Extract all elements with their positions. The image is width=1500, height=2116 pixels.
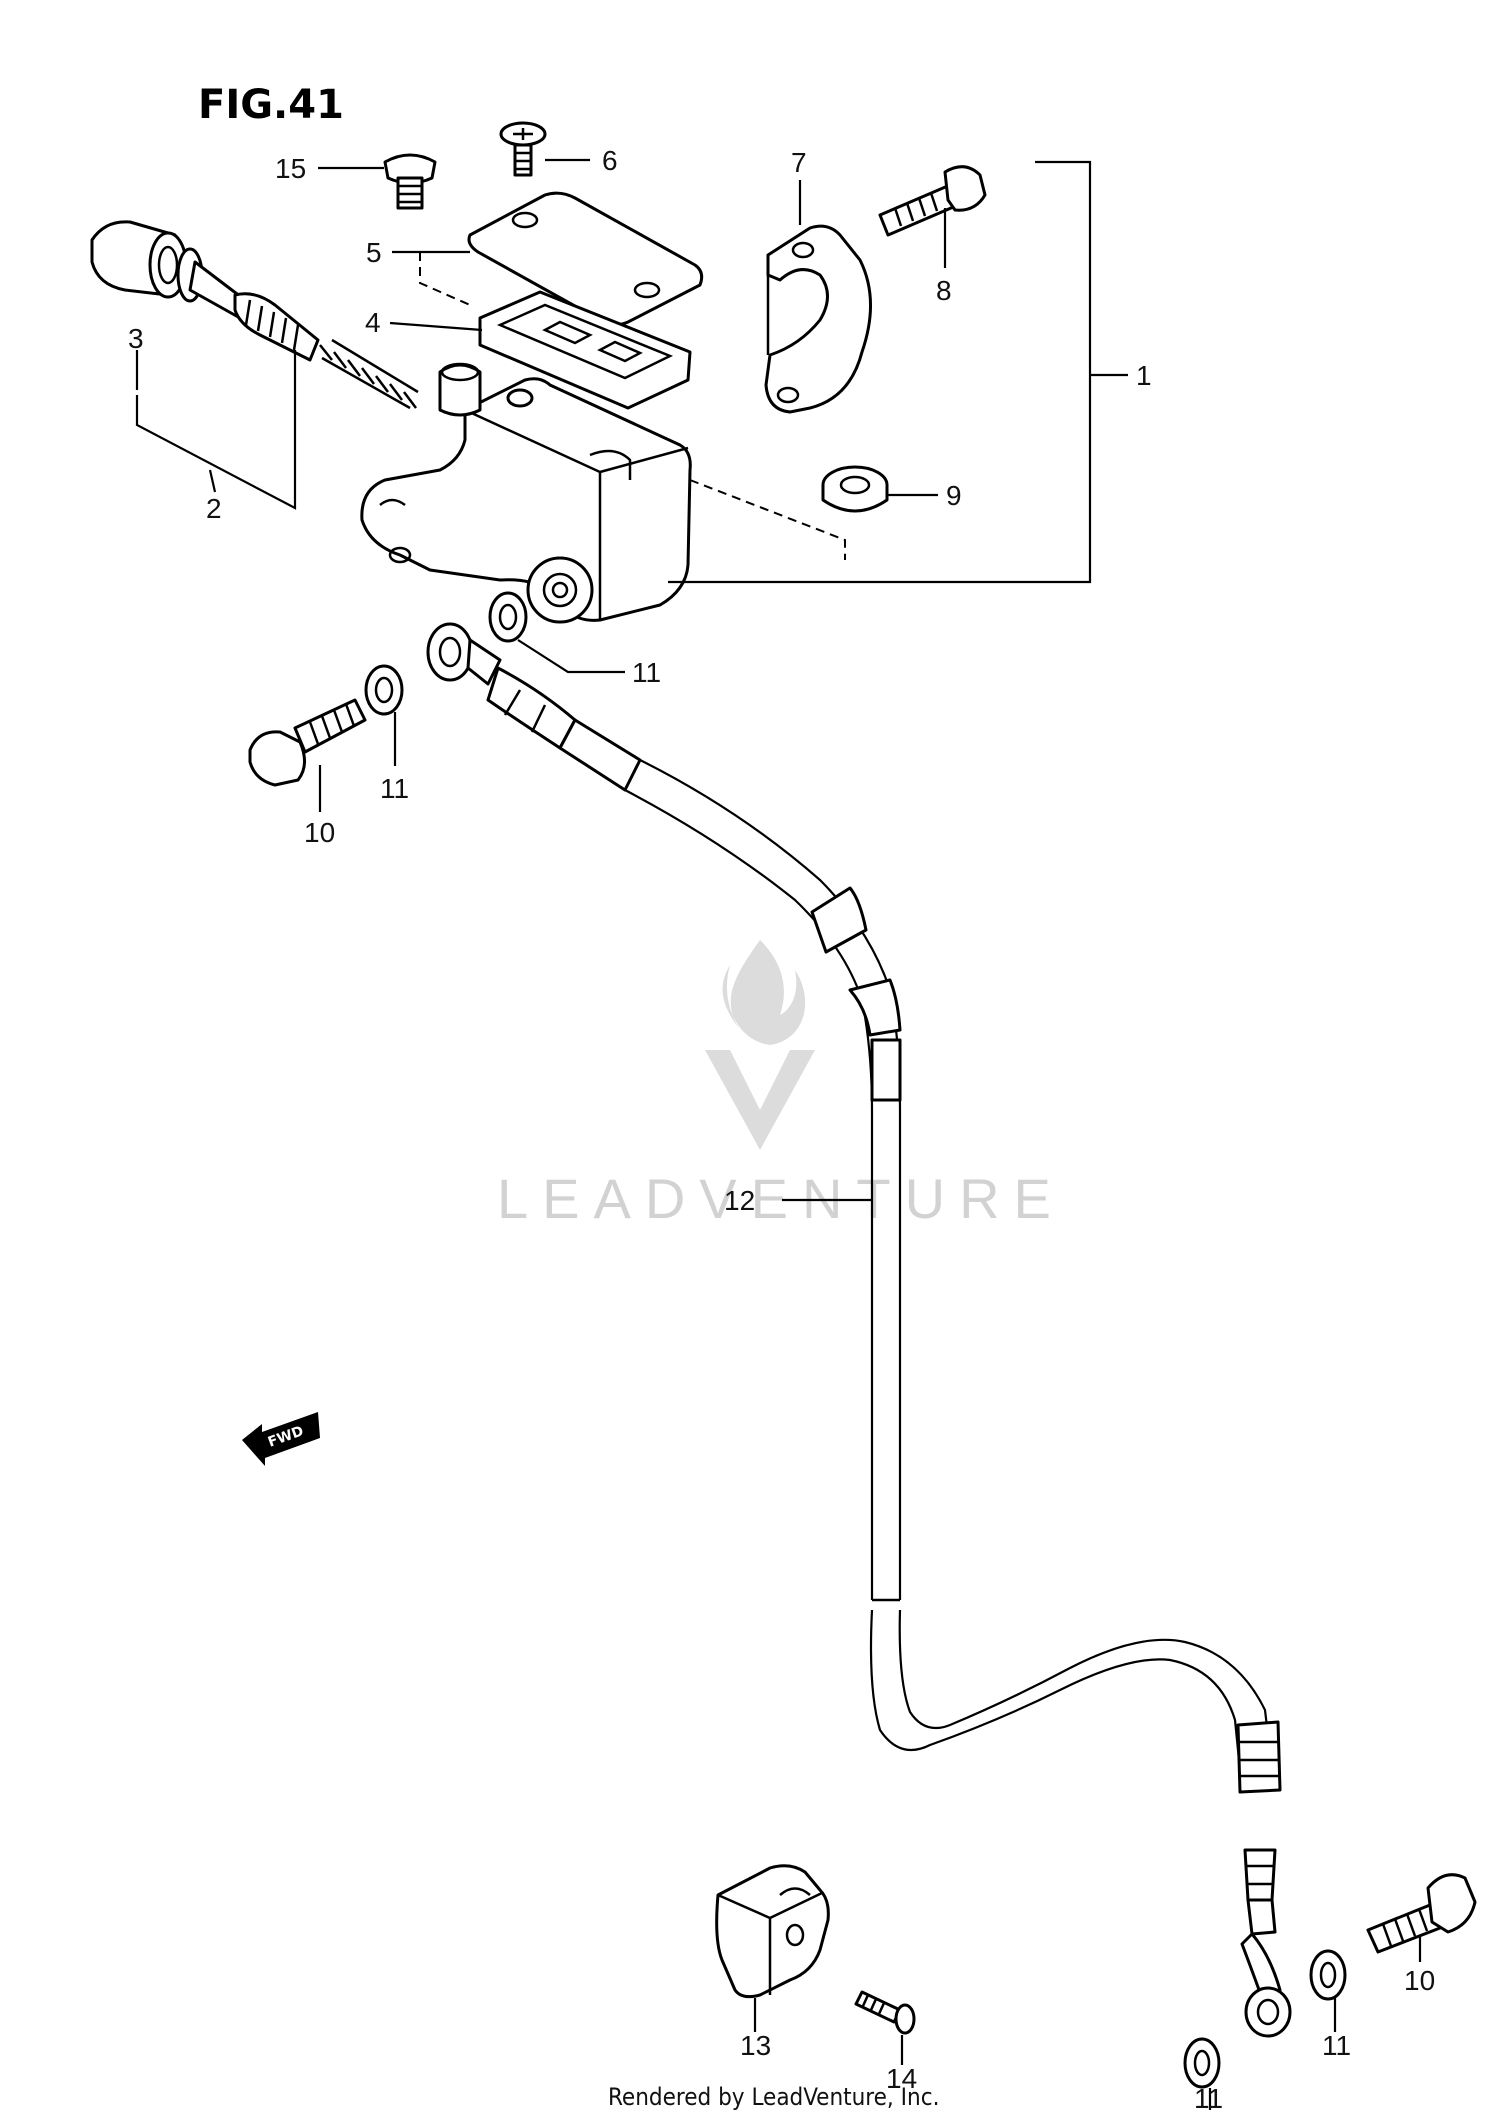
part-2-piston-assembly	[90, 220, 419, 410]
callout-1: 1	[1136, 360, 1152, 391]
part-14-screw	[854, 1990, 916, 2035]
callout-3: 3	[128, 323, 144, 354]
callout-14: 14	[886, 2063, 917, 2094]
master-cylinder-body	[360, 362, 692, 624]
callout-15: 15	[275, 153, 306, 184]
watermark-flame-icon	[722, 940, 806, 1045]
watermark-v-icon	[705, 1050, 815, 1150]
callout-11-lower-left: 11	[1194, 2083, 1223, 2114]
part-10-banjo-bolt-lower	[1366, 1873, 1477, 1954]
watermark-text: LEADVENTURE	[497, 1167, 1065, 1230]
fwd-arrow-icon	[242, 1412, 320, 1466]
part-15-plug	[383, 153, 437, 210]
watermark: LEADVENTURE	[497, 940, 1065, 1230]
callout-11-upper-left: 11	[380, 773, 409, 804]
figure-title: FIG.41	[198, 82, 344, 128]
part-8-bolt	[878, 165, 987, 237]
callout-8: 8	[936, 275, 952, 306]
part-11-washer-lower-left	[1183, 2037, 1221, 2089]
part-13-hose-clamp	[715, 1864, 830, 1999]
callout-2: 2	[206, 493, 222, 524]
part-9-cap	[821, 465, 889, 513]
callout-12: 12	[724, 1185, 755, 1216]
callout-10-upper: 10	[304, 817, 335, 848]
callout-labels: 1 2 3 4 5 6 7 8 9 10 11 11 12 13 14 10 1…	[128, 145, 1435, 2114]
callout-6: 6	[602, 145, 618, 176]
part-11-washer-lower-right	[1309, 1949, 1347, 2001]
callout-9: 9	[946, 480, 962, 511]
part-12-brake-hose	[426, 622, 1292, 2038]
part-4-diaphragm	[478, 290, 692, 410]
leader-lines	[135, 158, 1422, 2110]
footer-credit: Rendered by LeadVenture, Inc.	[608, 2083, 939, 2111]
callout-7: 7	[791, 147, 807, 178]
fwd-direction-badge: FWD	[242, 1412, 320, 1466]
callout-5: 5	[366, 237, 382, 268]
part-11-washer-upper-left	[364, 664, 404, 716]
callout-10-lower: 10	[1404, 1965, 1435, 1996]
callout-11-lower-right: 11	[1322, 2030, 1351, 2061]
part-11-washer-upper-right	[488, 591, 528, 643]
callout-4: 4	[365, 307, 381, 338]
part-7-clamp	[764, 224, 872, 414]
part-5-reservoir-cover	[467, 191, 704, 327]
part-6-screw	[499, 121, 547, 177]
callout-11-upper-right: 11	[632, 657, 661, 688]
callout-13: 13	[740, 2030, 771, 2061]
part-10-banjo-bolt-upper	[248, 698, 367, 787]
